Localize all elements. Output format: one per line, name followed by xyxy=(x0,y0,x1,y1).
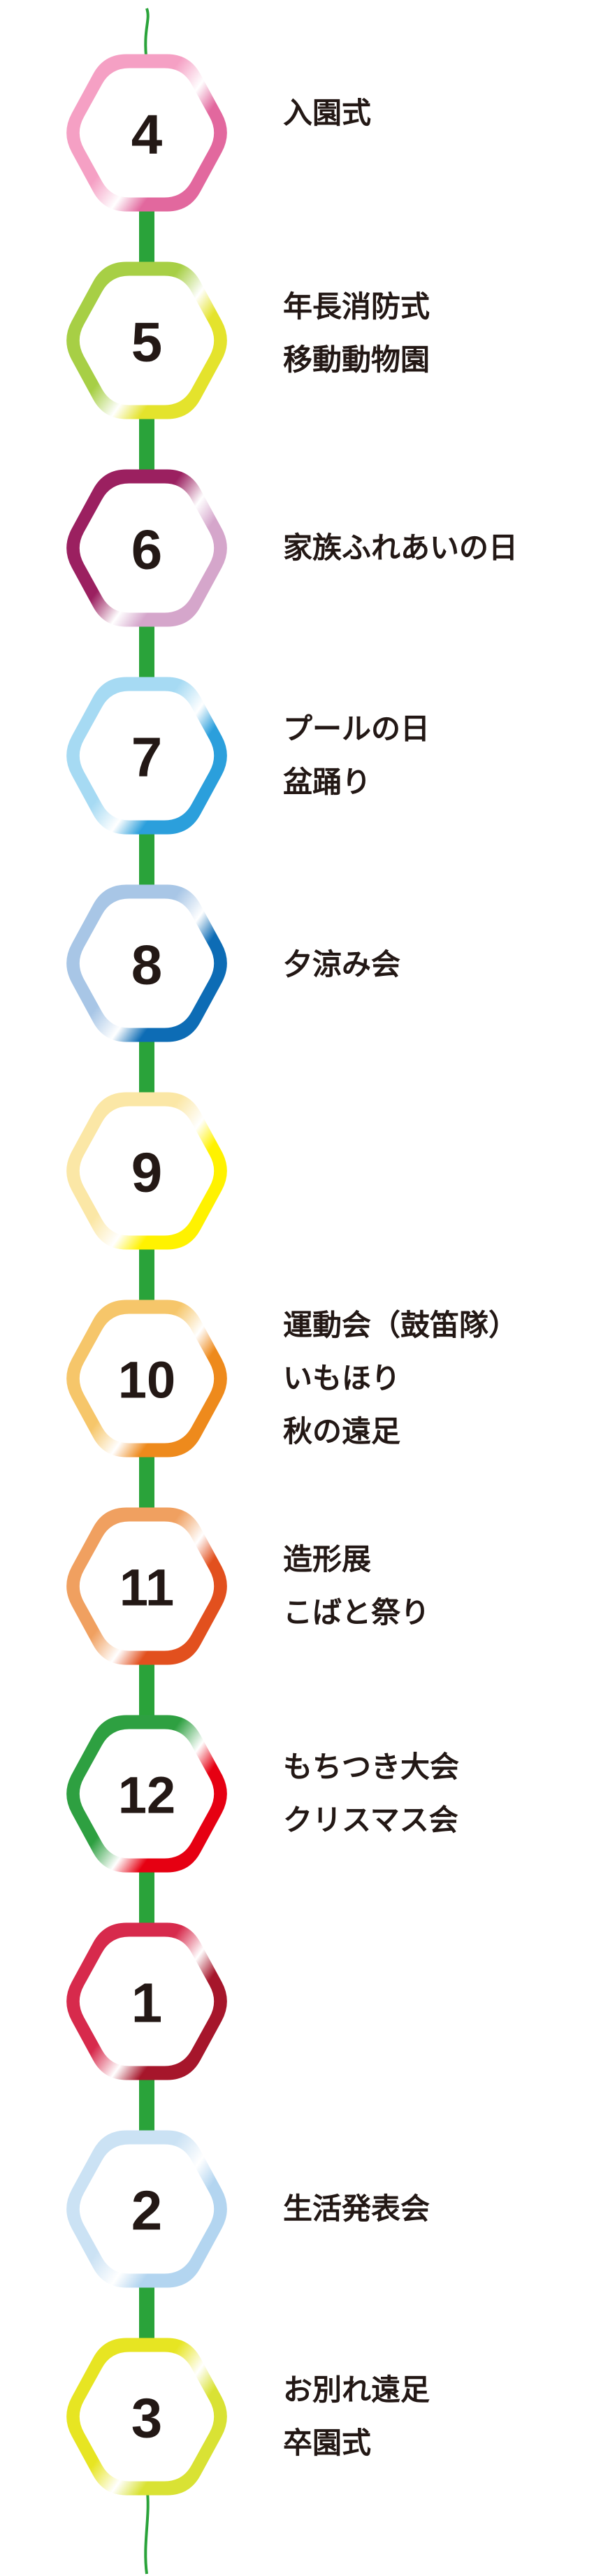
event-item: 運動会（鼓笛隊） xyxy=(283,1308,519,1342)
event-item: 卒園式 xyxy=(283,2426,372,2460)
hexagon-center xyxy=(79,1106,215,1236)
month-events-6: 家族ふれあいの日 xyxy=(283,521,518,575)
month-events-4: 入園式 xyxy=(283,87,371,140)
month-node-3: 3 xyxy=(66,2338,227,2496)
month-events-8: 夕涼み会 xyxy=(283,938,400,991)
hexagon-center xyxy=(79,1729,215,1859)
month-number: 5 xyxy=(131,311,163,373)
month-number: 8 xyxy=(131,934,163,996)
month-node-8: 8 xyxy=(66,884,227,1042)
month-node-5: 5 xyxy=(66,261,227,419)
event-item: もちつき大会 xyxy=(283,1750,460,1784)
hexagon-center xyxy=(79,2144,215,2274)
event-item: 入園式 xyxy=(283,96,372,130)
month-number: 3 xyxy=(131,2387,163,2449)
month-events-3: お別れ遠足卒園式 xyxy=(283,2363,430,2470)
month-events-2: 生活発表会 xyxy=(283,2182,430,2236)
month-node-7: 7 xyxy=(66,677,227,835)
hexagon-center xyxy=(79,898,215,1028)
month-node-1: 1 xyxy=(66,1922,227,2080)
month-number: 2 xyxy=(131,2180,163,2242)
month-number: 7 xyxy=(131,726,163,789)
event-item: 夕涼み会 xyxy=(283,947,401,981)
month-events-5: 年長消防式移動動物園 xyxy=(283,280,430,387)
event-item: クリスマス会 xyxy=(283,1803,458,1837)
hexagon-center xyxy=(79,1314,215,1444)
hexagon-center xyxy=(79,2352,215,2482)
month-node-11: 11 xyxy=(66,1507,227,1665)
event-item: 造形展 xyxy=(283,1542,372,1576)
event-item: お別れ遠足 xyxy=(283,2373,430,2407)
month-number: 10 xyxy=(118,1351,175,1409)
hexagon-center xyxy=(79,275,215,405)
month-number: 11 xyxy=(119,1559,174,1617)
month-number: 1 xyxy=(131,1972,163,2034)
hexagon-center xyxy=(79,691,215,821)
month-number: 9 xyxy=(131,1142,163,1204)
event-item: 盆踊り xyxy=(283,765,372,799)
month-events-10: 運動会（鼓笛隊） いもほり秋の遠足 xyxy=(283,1299,518,1458)
month-node-4: 4 xyxy=(66,54,227,212)
hexagon-center xyxy=(79,1936,215,2066)
event-item: いもほり xyxy=(283,1361,401,1395)
event-item: 移動動物園 xyxy=(283,343,430,377)
event-item: 秋の遠足 xyxy=(283,1414,401,1448)
hexagon-center xyxy=(79,1521,215,1651)
month-node-12: 12 xyxy=(66,1715,227,1873)
month-number: 6 xyxy=(131,519,163,581)
hexagon-center xyxy=(79,68,215,198)
event-item: プールの日 xyxy=(283,712,430,746)
month-node-2: 2 xyxy=(66,2130,227,2288)
event-item: 生活発表会 xyxy=(283,2192,430,2226)
event-item: 家族ふれあいの日 xyxy=(283,531,519,565)
month-node-9: 9 xyxy=(66,1092,227,1250)
month-events-7: プールの日盆踊り xyxy=(283,703,430,809)
month-node-6: 6 xyxy=(66,469,227,627)
event-item: 年長消防式 xyxy=(283,289,430,324)
month-node-10: 10 xyxy=(66,1300,227,1458)
stem-bottom-tendril xyxy=(144,2486,150,2575)
event-item: こばと祭り xyxy=(283,1595,430,1629)
hexagon-center xyxy=(79,483,215,613)
month-number: 12 xyxy=(118,1766,175,1825)
month-number: 4 xyxy=(131,103,163,166)
month-events-11: 造形展こばと祭り xyxy=(283,1533,430,1639)
stem-top-tendril xyxy=(144,8,150,64)
month-events-12: もちつき大会クリスマス会 xyxy=(283,1741,459,1847)
